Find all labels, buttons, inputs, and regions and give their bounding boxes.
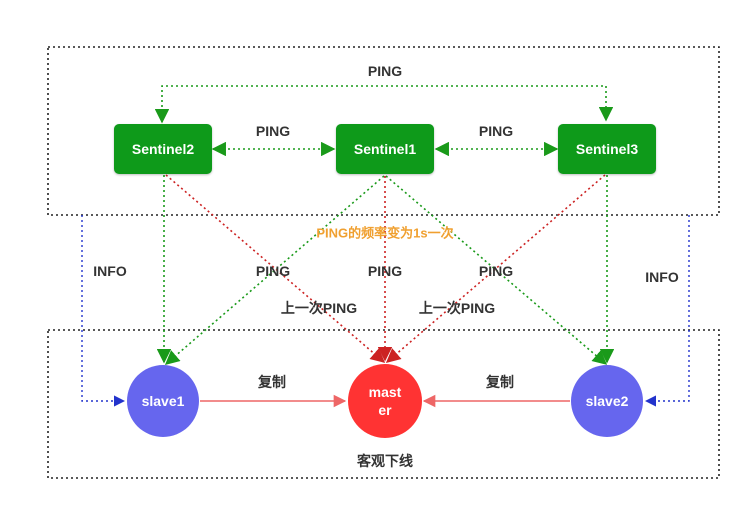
sentinel1-node: Sentinel1 bbox=[336, 124, 434, 174]
slave1-label: slave1 bbox=[141, 393, 185, 409]
ping-slave1-label: PING bbox=[255, 263, 291, 279]
ping-loop-s2-s3 bbox=[154, 85, 614, 124]
last-ping-right-label: 上一次PING bbox=[418, 300, 496, 316]
objectively-down-label: 客观下线 bbox=[357, 453, 413, 469]
info-right-label: INFO bbox=[645, 269, 679, 285]
slave2-node: slave2 bbox=[571, 365, 643, 437]
ping-s2-s1-label: PING bbox=[255, 123, 291, 139]
master-label: master bbox=[368, 384, 402, 418]
replicate-right-label: 复制 bbox=[486, 374, 514, 390]
sentinel3-node: Sentinel3 bbox=[558, 124, 656, 174]
last-ping-left-label: 上一次PING bbox=[280, 300, 358, 316]
replicate-left-label: 复制 bbox=[258, 374, 286, 390]
info-edge-right bbox=[644, 215, 690, 407]
ping-edge-s1-slave2 bbox=[385, 175, 608, 365]
sentinel2-label: Sentinel2 bbox=[131, 141, 195, 157]
sentinel1-label: Sentinel1 bbox=[353, 141, 417, 157]
ping-top-label: PING bbox=[367, 63, 403, 79]
slave2-label: slave2 bbox=[585, 393, 629, 409]
sentinel2-node: Sentinel2 bbox=[114, 124, 212, 174]
ping-s1-s3-label: PING bbox=[478, 123, 514, 139]
ping-frequency-label: PING的频率变为1s一次 bbox=[316, 225, 454, 241]
info-edge-left bbox=[81, 215, 126, 407]
redis-group-box bbox=[47, 329, 720, 479]
ping-master-label: PING bbox=[367, 263, 403, 279]
sentinel-group-box bbox=[47, 46, 720, 216]
info-left-label: INFO bbox=[93, 263, 127, 279]
slave1-node: slave1 bbox=[127, 365, 199, 437]
sentinel3-label: Sentinel3 bbox=[575, 141, 639, 157]
ping-slave2-label: PING bbox=[478, 263, 514, 279]
master-node: master bbox=[348, 364, 422, 438]
